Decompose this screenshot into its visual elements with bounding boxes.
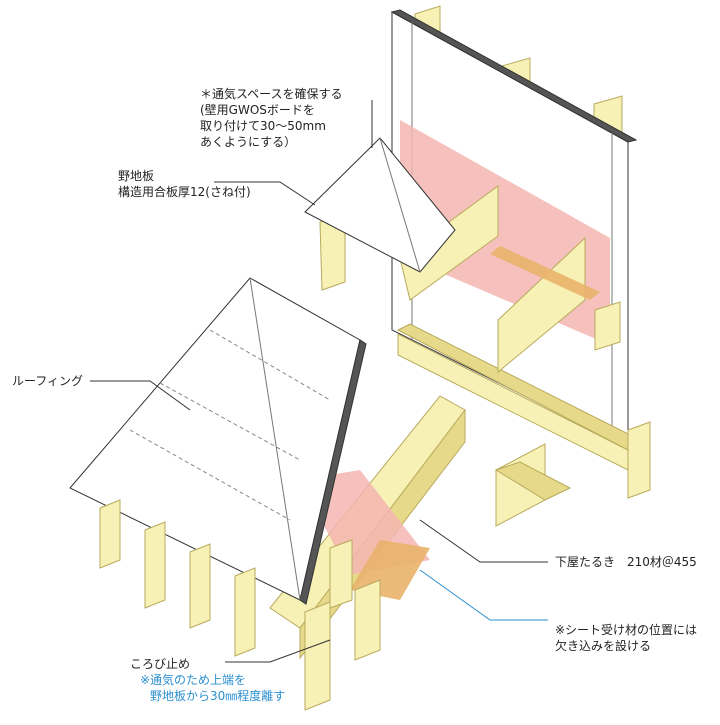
sheet-note-line2: 欠き込みを設ける	[555, 639, 652, 653]
eave-stud-2	[144, 521, 166, 609]
eave-stud-3	[189, 543, 211, 629]
korobi-dome-block	[329, 539, 353, 609]
vent-note-line1: ＊通気スペースを確保する	[200, 87, 343, 101]
sheathing-label-line1: 野地板	[118, 169, 155, 183]
stop-label-title: ころび止め	[130, 657, 191, 671]
wall-corner-post	[627, 421, 651, 499]
eave-stud-1	[99, 499, 121, 569]
vent-note-line4: あくようにする）	[200, 135, 297, 149]
vent-note-line2: (壁用GWOSボードを	[200, 103, 315, 117]
stop-label: ころび止め ※通気のため上端を 野地板から30㎜程度離す	[130, 656, 285, 704]
vent-note: ＊通気スペースを確保する (壁用GWOSボードを 取り付けて30～50mm あく…	[200, 86, 343, 150]
sheet-note: ※シート受け材の位置には 欠き込みを設ける	[555, 622, 697, 654]
roofing-label: ルーフィング	[12, 374, 84, 388]
eave-beam-end	[494, 461, 572, 501]
upper-post	[594, 301, 621, 351]
sheet-note-line1: ※シート受け材の位置には	[555, 623, 698, 637]
lower-post-1	[304, 601, 331, 711]
wall-board-edge	[390, 9, 638, 143]
rafter-label: 下屋たるき 210材＠455	[555, 555, 697, 569]
sheathing-label: 野地板 構造用合板厚12(さね付)	[118, 168, 251, 200]
stop-label-line2: 野地板から30㎜程度離す	[150, 689, 286, 703]
stop-label-line1: ※通気のため上端を	[140, 673, 247, 687]
eave-stud-4	[234, 567, 256, 657]
upper-sheathing-panel	[304, 137, 456, 273]
lower-post-2	[354, 579, 381, 661]
upper-rafter-2	[497, 236, 586, 374]
upper-rafter-1	[399, 185, 499, 301]
sheathing-label-line2: 構造用合板厚12(さね付)	[118, 185, 251, 199]
vent-note-line3: 取り付けて30～50mm	[200, 119, 326, 133]
roof-sheathing-edge	[299, 339, 367, 605]
upper-rafter-blocks	[490, 246, 600, 300]
